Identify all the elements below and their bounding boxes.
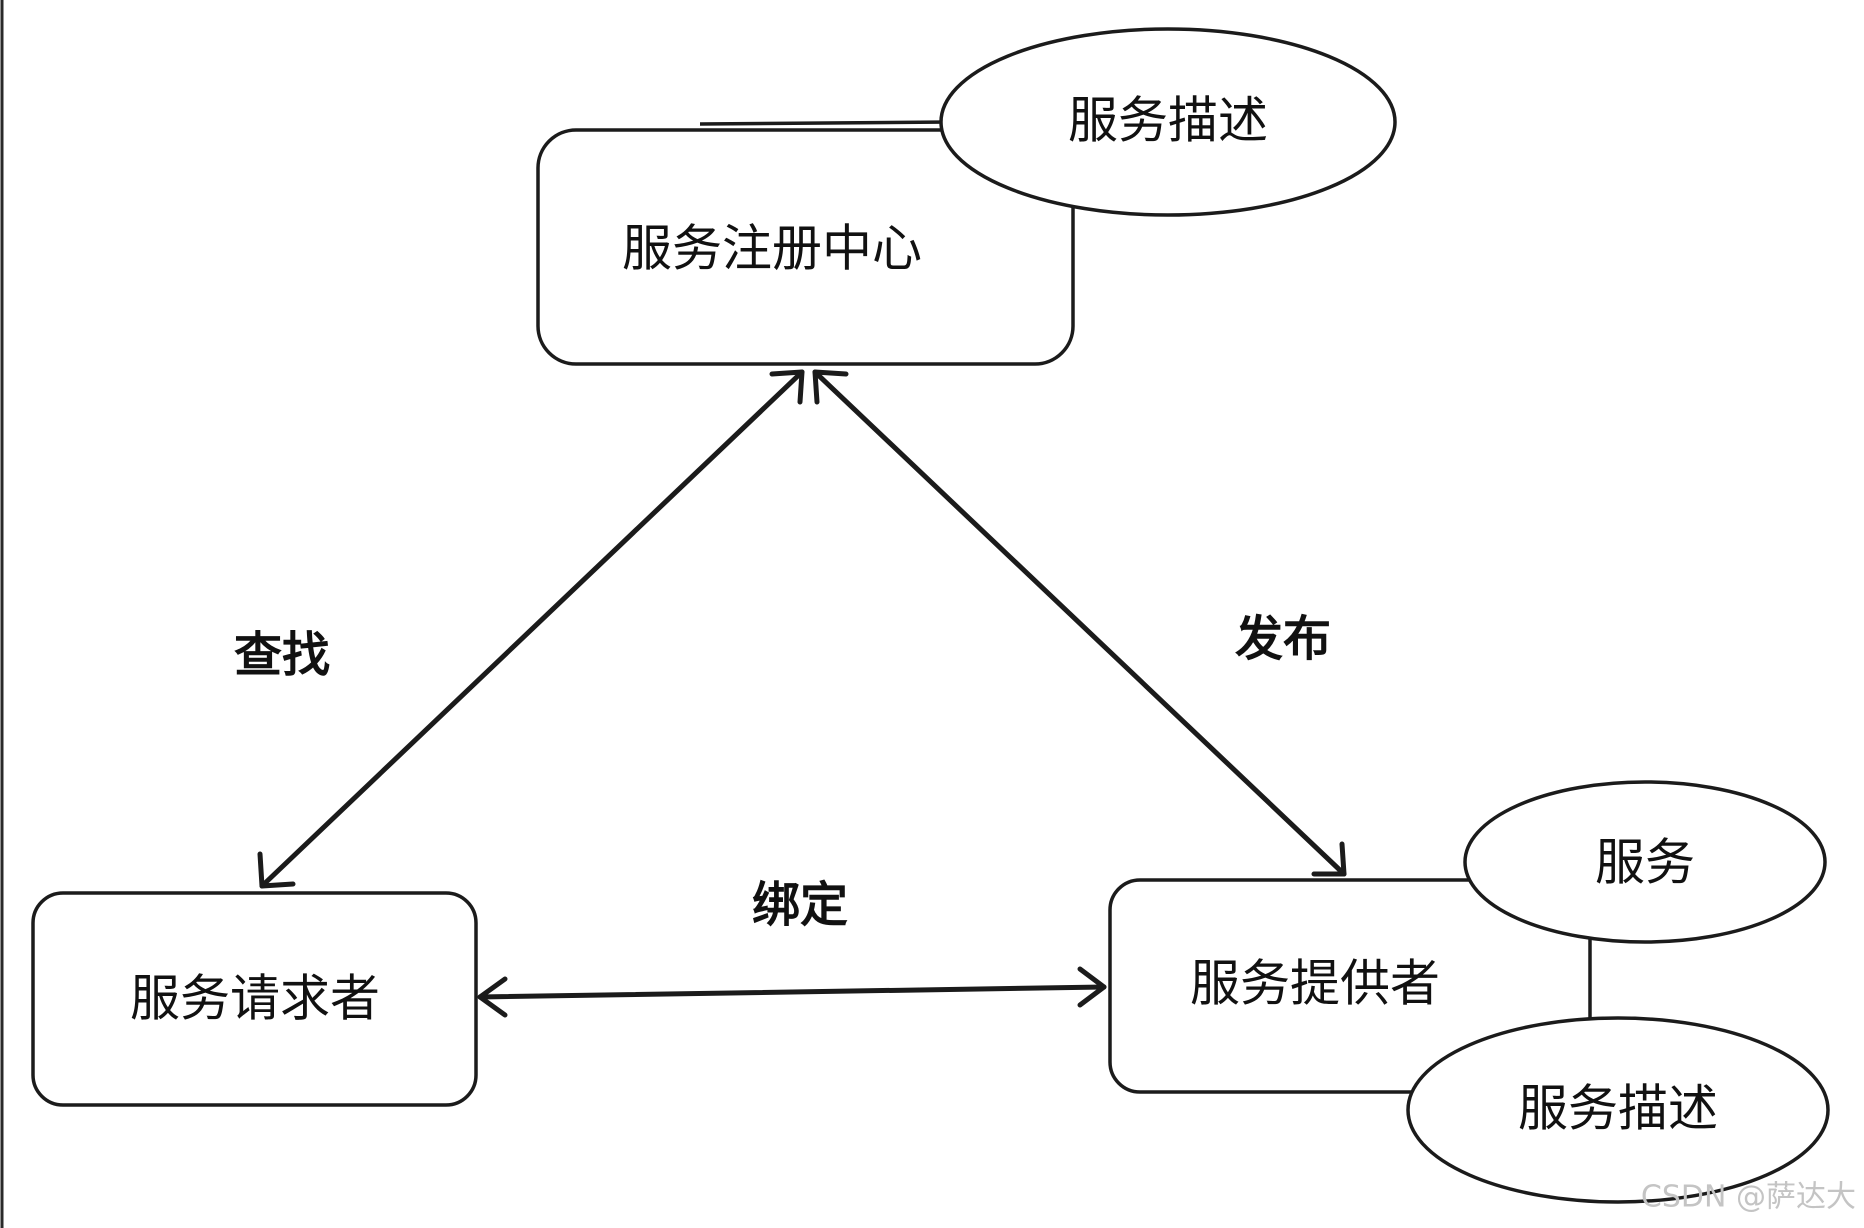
registry-description-ellipse — [939, 27, 1397, 217]
requester-label: 服务请求者 — [130, 970, 380, 1028]
watermark: CSDN @萨达大 — [1641, 1180, 1856, 1215]
provider-service-label: 服务 — [1595, 834, 1695, 892]
registry-box — [536, 128, 1075, 366]
find-arrow — [257, 369, 805, 889]
find-label: 查找 — [234, 627, 330, 683]
provider-description-ellipse — [1406, 1016, 1830, 1204]
provider-service-ellipse — [1463, 780, 1827, 944]
provider-description-label: 服务描述 — [1518, 1080, 1718, 1138]
registry-label: 服务注册中心 — [622, 220, 922, 278]
registry-description-label: 服务描述 — [1068, 92, 1268, 150]
provider-box — [1108, 878, 1592, 1094]
provider-label: 服务提供者 — [1190, 955, 1440, 1013]
requester-box — [31, 891, 478, 1107]
registry-description-connector — [699, 120, 951, 126]
bind-arrow — [477, 966, 1107, 1018]
publish-label: 发布 — [1235, 611, 1331, 667]
publish-arrow — [812, 369, 1347, 877]
bind-label: 绑定 — [752, 877, 848, 933]
